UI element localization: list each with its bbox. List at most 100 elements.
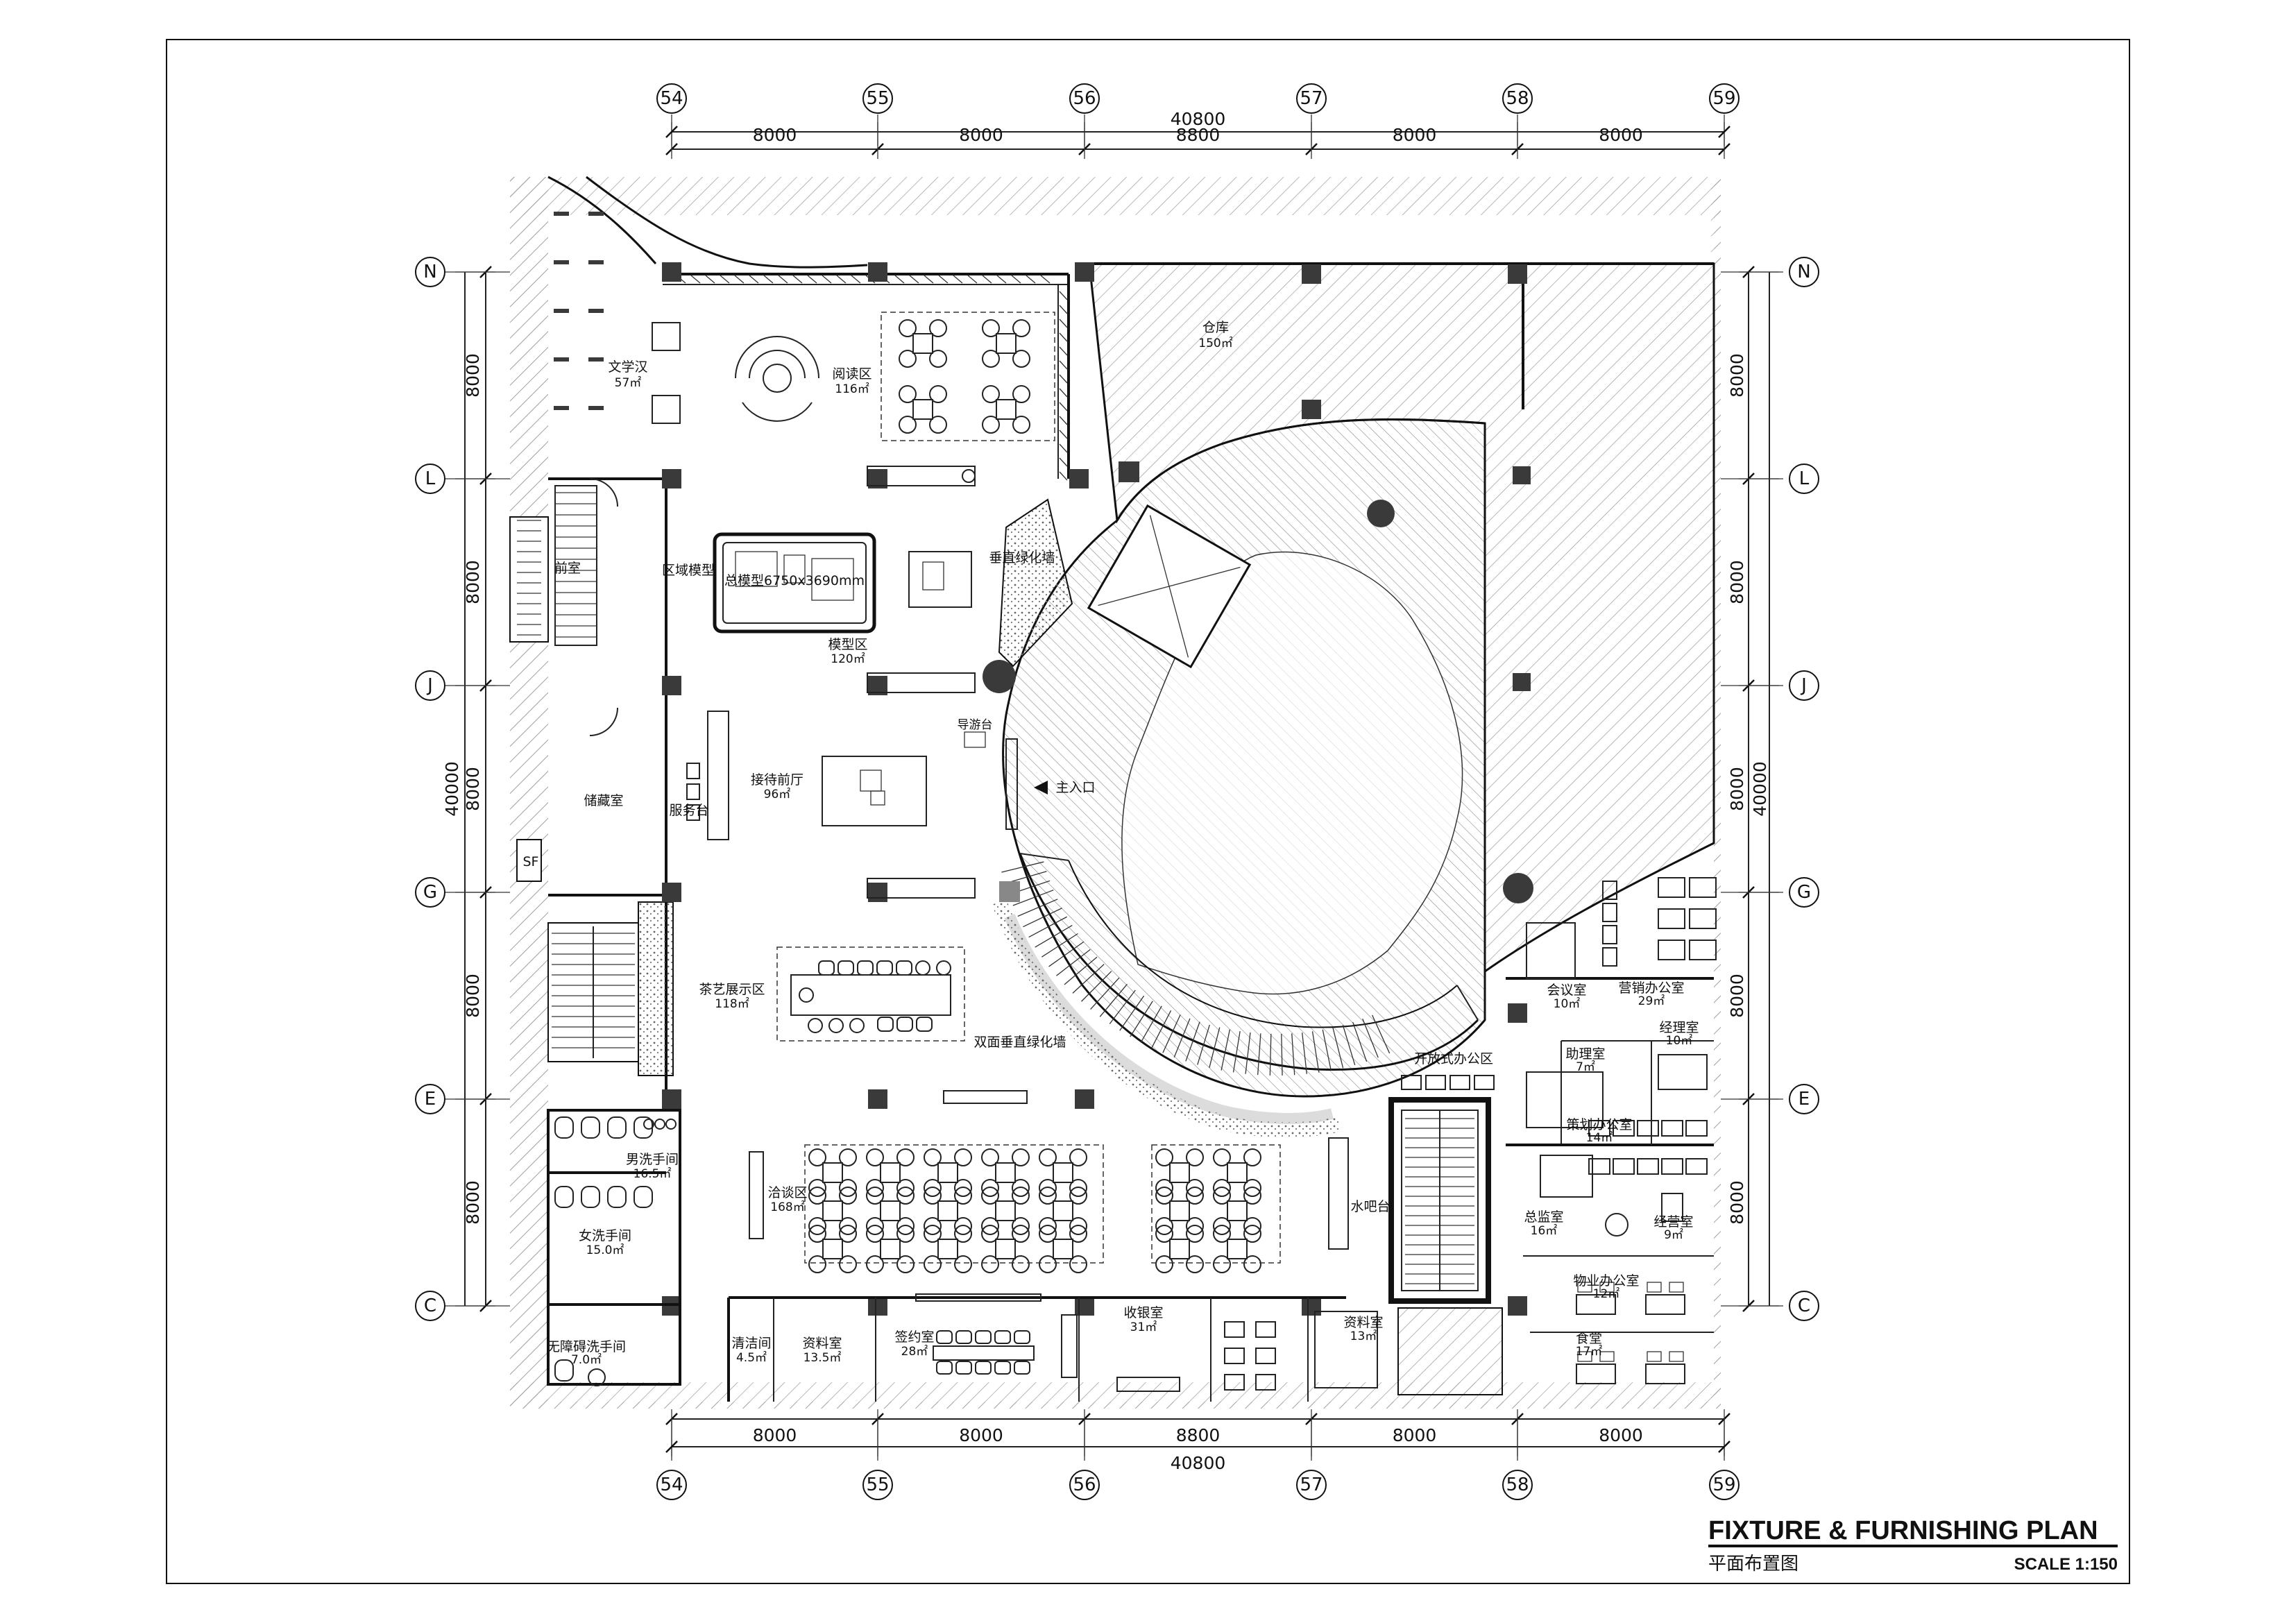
col-axis-label: 56 — [1073, 88, 1096, 109]
negotiation-frame — [749, 1090, 1349, 1264]
col-axis-label: 58 — [1506, 1475, 1529, 1495]
green-wall-curve — [992, 498, 1341, 1138]
drawing-title-cn: 平面布置图 — [1708, 1554, 1798, 1574]
dimension-lines: 8000 8000 8800 8000 8000 40800 8000 8000 8800 800… — [442, 109, 1779, 1473]
col-bubble — [1069, 83, 1100, 114]
dim-label: 8000 — [463, 560, 483, 604]
label-sales-office: 营销办公室 — [1618, 980, 1684, 996]
dim-label: 8000 — [1393, 125, 1437, 145]
label-signing: 签约室 — [894, 1329, 934, 1345]
dim-label: 8000 — [1727, 560, 1747, 604]
dim-label: 8000 — [1599, 125, 1643, 145]
dim-label: 8000 — [1599, 1425, 1643, 1445]
area-women-wc: 15.0㎡ — [586, 1243, 624, 1257]
row-axis-label: E — [1798, 1089, 1810, 1110]
dim-label: 8000 — [753, 1425, 797, 1445]
col-bubble — [656, 83, 687, 114]
structural-columns — [662, 262, 1527, 1316]
dim-label: 8800 — [1176, 1425, 1221, 1445]
literature-furniture — [652, 312, 1055, 486]
area-planning: 14㎡ — [1586, 1131, 1613, 1145]
area-archive: 13㎡ — [1350, 1329, 1377, 1343]
label-open-office: 开放式办公区 — [1414, 1051, 1493, 1067]
dim-label: 8000 — [959, 125, 1003, 145]
shaft-mark: SF — [523, 854, 539, 869]
label-meeting: 会议室 — [1547, 983, 1586, 998]
col-bubble — [656, 1470, 687, 1500]
col-axis-label: 58 — [1506, 88, 1529, 109]
elevator-core-north — [1087, 461, 1252, 669]
dim-label: 8000 — [1727, 353, 1747, 398]
label-gm: 总监室 — [1524, 1209, 1563, 1225]
label-canteen: 食堂 — [1576, 1331, 1602, 1346]
dim-label: 8000 — [463, 974, 483, 1018]
col-bubble — [1069, 1470, 1100, 1500]
label-water-bar: 水吧台 — [1350, 1199, 1390, 1214]
east-offices — [1401, 877, 1717, 1384]
row-bubble — [1789, 257, 1819, 287]
sheet-border — [166, 39, 2130, 1584]
dim-label: 8000 — [463, 1180, 483, 1225]
label-site-model: 总模型6750x3690mm — [724, 573, 865, 588]
label-double-green: 双面垂直绿化墙 — [973, 1035, 1066, 1050]
area-gm: 16㎡ — [1531, 1224, 1558, 1238]
west-service-zone: SF — [509, 477, 674, 1096]
label-manager: 经理室 — [1659, 1020, 1699, 1035]
tea-zone — [776, 946, 965, 1042]
dim-label: 8000 — [959, 1425, 1003, 1445]
north-west-frontage — [547, 176, 1070, 481]
room-labels: 文学汉 57㎡ 阅读区 116㎡ 仓库 150㎡ 前室 区域模型 总模型6750… — [547, 320, 1699, 1367]
row-axis-label: N — [423, 262, 436, 282]
label-reception: 接待前厅 — [751, 772, 803, 788]
col-bubble — [1296, 1470, 1327, 1500]
col-axis-label: 57 — [1300, 1475, 1323, 1495]
col-axis-label: 59 — [1712, 88, 1735, 109]
dim-total: 40800 — [1171, 1453, 1226, 1473]
col-bubble — [1502, 1470, 1533, 1500]
row-axis-label: C — [1798, 1295, 1810, 1316]
label-negotiation: 洽谈区 — [767, 1185, 807, 1200]
row-axis-label: G — [1797, 882, 1811, 903]
area-warehouse: 150㎡ — [1198, 337, 1232, 350]
drawing-scale: SCALE 1:150 — [2014, 1555, 2118, 1574]
dim-label: 8000 — [463, 353, 483, 398]
label-signboard: 导游台 — [958, 718, 993, 732]
row-bubble — [1789, 877, 1819, 908]
col-bubble — [862, 83, 893, 114]
label-cleaning: 清洁间 — [731, 1336, 771, 1351]
dim-total: 40800 — [1171, 109, 1226, 129]
row-bubble — [415, 670, 445, 701]
area-tea: 118㎡ — [715, 997, 749, 1011]
area-reading: 116㎡ — [835, 382, 869, 396]
label-main-entrance: 主入口 — [1055, 780, 1095, 795]
curved-stair-treads — [1001, 861, 1391, 1076]
row-bubble — [415, 877, 445, 908]
area-cleaning: 4.5㎡ — [736, 1351, 767, 1365]
row-axis-label: L — [425, 468, 436, 489]
label-regional-model: 区域模型 — [662, 563, 715, 578]
dim-total: 40000 — [1750, 761, 1770, 817]
row-axis-label: C — [424, 1295, 436, 1316]
row-bubble — [415, 1084, 445, 1114]
area-sales-office: 29㎡ — [1638, 994, 1665, 1008]
model-zone — [713, 532, 1016, 693]
label-tea: 茶艺展示区 — [699, 982, 765, 997]
area-property: 12㎡ — [1593, 1287, 1620, 1301]
area-signing: 28㎡ — [901, 1345, 928, 1359]
label-warehouse: 仓库 — [1202, 320, 1229, 335]
dim-label: 8000 — [753, 125, 797, 145]
label-finance: 经营室 — [1653, 1214, 1693, 1230]
label-women-wc: 女洗手间 — [579, 1228, 631, 1243]
label-men-wc: 男洗手间 — [626, 1152, 679, 1167]
east-stair-core — [1388, 1097, 1503, 1395]
dim-label: 8000 — [1393, 1425, 1437, 1445]
area-negotiation: 168㎡ — [770, 1200, 804, 1214]
dim-label: 8800 — [1176, 125, 1221, 145]
row-axis-label: E — [425, 1089, 436, 1110]
col-axis-label: 54 — [660, 88, 683, 109]
row-axis-label: J — [426, 675, 433, 696]
dim-label: 8000 — [1727, 974, 1747, 1018]
label-data-room: 资料室 — [802, 1336, 842, 1351]
